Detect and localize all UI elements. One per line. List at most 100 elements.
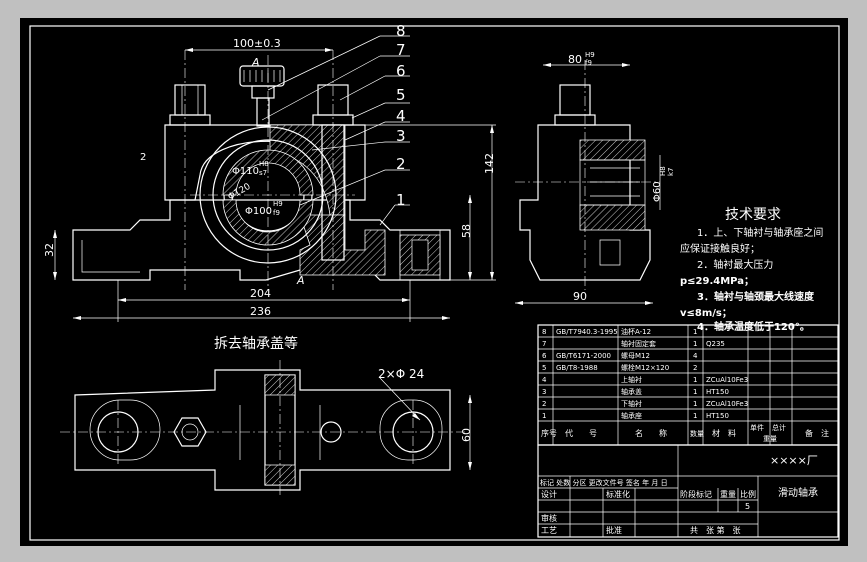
company-name: ××××厂	[770, 454, 818, 467]
fit-110-tol2: s7	[259, 169, 267, 177]
balloon-3: 3	[396, 127, 406, 145]
parts-cell-code: GB/T7940.3-1995	[556, 328, 618, 336]
holes-label: 2×Φ 24	[378, 367, 424, 381]
parts-cell-mat: HT150	[706, 412, 729, 420]
req-line-5: 3．轴衬与轴颈最大线速度	[697, 290, 815, 303]
req-line-1: 1．上、下轴衬与轴承座之间	[697, 226, 823, 239]
balloon-8: 8	[396, 22, 406, 40]
tb-scale: 比例	[740, 489, 756, 499]
front-view	[72, 50, 451, 290]
tb-sheets: 共 张 第 张	[690, 525, 741, 535]
fit-100: Φ100	[245, 206, 272, 217]
dim-236: 236	[250, 305, 271, 318]
parts-list	[537, 324, 839, 446]
drawing-sheet	[20, 18, 848, 546]
tb-process: 工艺	[541, 526, 557, 535]
parts-cell-qty: 1	[693, 340, 697, 348]
parts-cell-name: 下轴衬	[621, 399, 642, 408]
hdr-no: 序号	[541, 428, 557, 438]
side-slot	[599, 239, 621, 266]
dim-100: 100±0.3	[233, 37, 281, 50]
section-a-top: A	[251, 56, 260, 69]
fit-100-tol2: f9	[273, 209, 280, 217]
parts-cell-mat: ZCuAl10Fe3	[706, 400, 748, 408]
req-line-7: 4．轴承温度低于120°。	[697, 320, 810, 333]
oil-cup-body	[251, 85, 275, 99]
parts-cell-no: 5	[542, 364, 546, 372]
req-line-2: 应保证接触良好；	[680, 242, 760, 255]
side-upper-section	[579, 139, 646, 161]
parts-cell-mat: Q235	[706, 340, 725, 348]
base-fillet	[81, 240, 140, 273]
parts-cell-qty: 1	[693, 412, 697, 420]
top-view-caption: 拆去轴承盖等	[214, 335, 298, 352]
lower-bushing-section	[222, 199, 314, 246]
tb-review: 审核	[541, 513, 557, 523]
parts-cell-mat: ZCuAl10Fe3	[706, 376, 748, 384]
tb-scale-val: 5	[745, 502, 750, 511]
req-line-3: 2．轴衬最大压力	[697, 258, 773, 271]
parts-cell-mat: HT150	[706, 388, 729, 396]
parts-cell-qty: 1	[693, 328, 697, 336]
left-lug	[89, 399, 161, 461]
parts-cell-name: 轴承盖	[621, 387, 642, 396]
side-shaft	[579, 159, 646, 206]
drawing-border	[29, 25, 840, 541]
parts-cell-name: 轴衬固定套	[621, 339, 656, 348]
parts-cell-no: 3	[542, 388, 546, 396]
side-lower-section	[579, 204, 646, 231]
req-line-6: v≤8m/s；	[680, 308, 732, 319]
left-washer	[169, 114, 211, 126]
side-nut	[559, 84, 591, 116]
balloons: 8 7 6 5 4 3 2 1	[261, 22, 410, 226]
tb-stage: 阶段标记	[680, 489, 712, 499]
req-title: 技术要求	[725, 207, 781, 223]
parts-cell-name: 螺母M12	[621, 351, 650, 360]
balloon-6: 6	[396, 62, 406, 80]
fit-110: Φ110	[232, 166, 259, 177]
parts-cell-name: 上轴衬	[621, 375, 642, 384]
parts-cell-no: 4	[542, 376, 547, 384]
dim-2: 2	[140, 152, 146, 163]
dim-60-top: 60	[460, 428, 473, 442]
dim-142: 142	[483, 153, 496, 174]
hdr-qty: 数量	[690, 429, 704, 438]
parts-cell-no: 7	[542, 340, 546, 348]
parts-cell-name: 油杯A-12	[621, 327, 651, 336]
parts-cell-qty: 4	[693, 352, 698, 360]
tb-row1: 标记 处数 分区 更改文件号 签名 年 月 日	[540, 478, 668, 487]
balloon-2: 2	[396, 155, 406, 173]
parts-cell-name: 轴承座	[621, 411, 642, 420]
parts-cell-no: 6	[542, 352, 547, 360]
left-nut	[174, 84, 206, 116]
base-section	[299, 214, 386, 276]
tb-design: 设计	[541, 489, 557, 499]
balloon-4: 4	[396, 107, 406, 125]
parts-cell-qty: 1	[693, 376, 697, 384]
side-washer	[554, 114, 596, 126]
req-line-4: p≤29.4MPa；	[680, 276, 754, 287]
hdr-code: 代 号	[565, 428, 597, 438]
tech-requirements: 技术要求 1．上、下轴衬与轴承座之间 应保证接触良好； 2．轴衬最大压力 p≤2…	[680, 207, 823, 333]
hdr-name: 名 称	[635, 428, 667, 438]
title-block: ××××厂 滑动轴承 标记 处数 分区 更改文件号 签名 年 月 日 设计 标准…	[537, 444, 839, 538]
hdr-mat: 材 料	[712, 428, 736, 438]
parts-cell-qty: 2	[693, 364, 697, 372]
dim-60-vert: Φ60	[652, 181, 663, 202]
dim-58: 58	[460, 224, 473, 238]
parts-cell-no: 8	[542, 328, 546, 336]
balloon-1: 1	[396, 191, 406, 209]
top-view: 拆去轴承盖等 2×Φ 24 60	[60, 335, 473, 495]
dim-90: 90	[573, 290, 587, 303]
parts-cell-qty: 1	[693, 400, 697, 408]
fit-110-tol: H8	[259, 160, 269, 168]
dim-80: 80	[568, 53, 582, 66]
dim-60-tol: H8	[659, 166, 667, 176]
tb-weight: 重量	[720, 489, 736, 499]
balloon-5: 5	[396, 86, 406, 104]
dim-60-tol2: k7	[667, 167, 675, 176]
dim-204: 204	[250, 287, 271, 300]
